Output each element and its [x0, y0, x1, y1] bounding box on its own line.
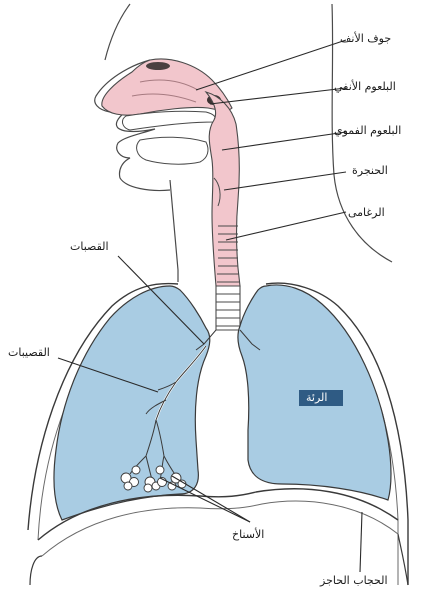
label-diaphragm: الحجاب الحاجز — [320, 574, 388, 588]
trachea-lower — [216, 286, 240, 330]
label-nasal-cavity: جوف الأنف — [340, 32, 391, 46]
label-bronchioles: القصيبات — [8, 346, 50, 360]
palate — [123, 111, 216, 130]
label-lung: الرئة — [306, 391, 327, 405]
label-trachea: الرغامى — [348, 206, 385, 220]
label-oropharynx: البلعوم الفموي — [334, 124, 401, 138]
label-nasopharynx: البلعوم الأنفي — [334, 80, 396, 94]
label-larynx: الحنجرة — [352, 164, 388, 178]
label-bronchi: القصبات — [70, 240, 109, 254]
turbinate-spot — [146, 62, 170, 70]
label-alveoli: الأسناخ — [232, 528, 264, 542]
tongue — [137, 137, 208, 164]
neck-outline — [170, 180, 178, 282]
